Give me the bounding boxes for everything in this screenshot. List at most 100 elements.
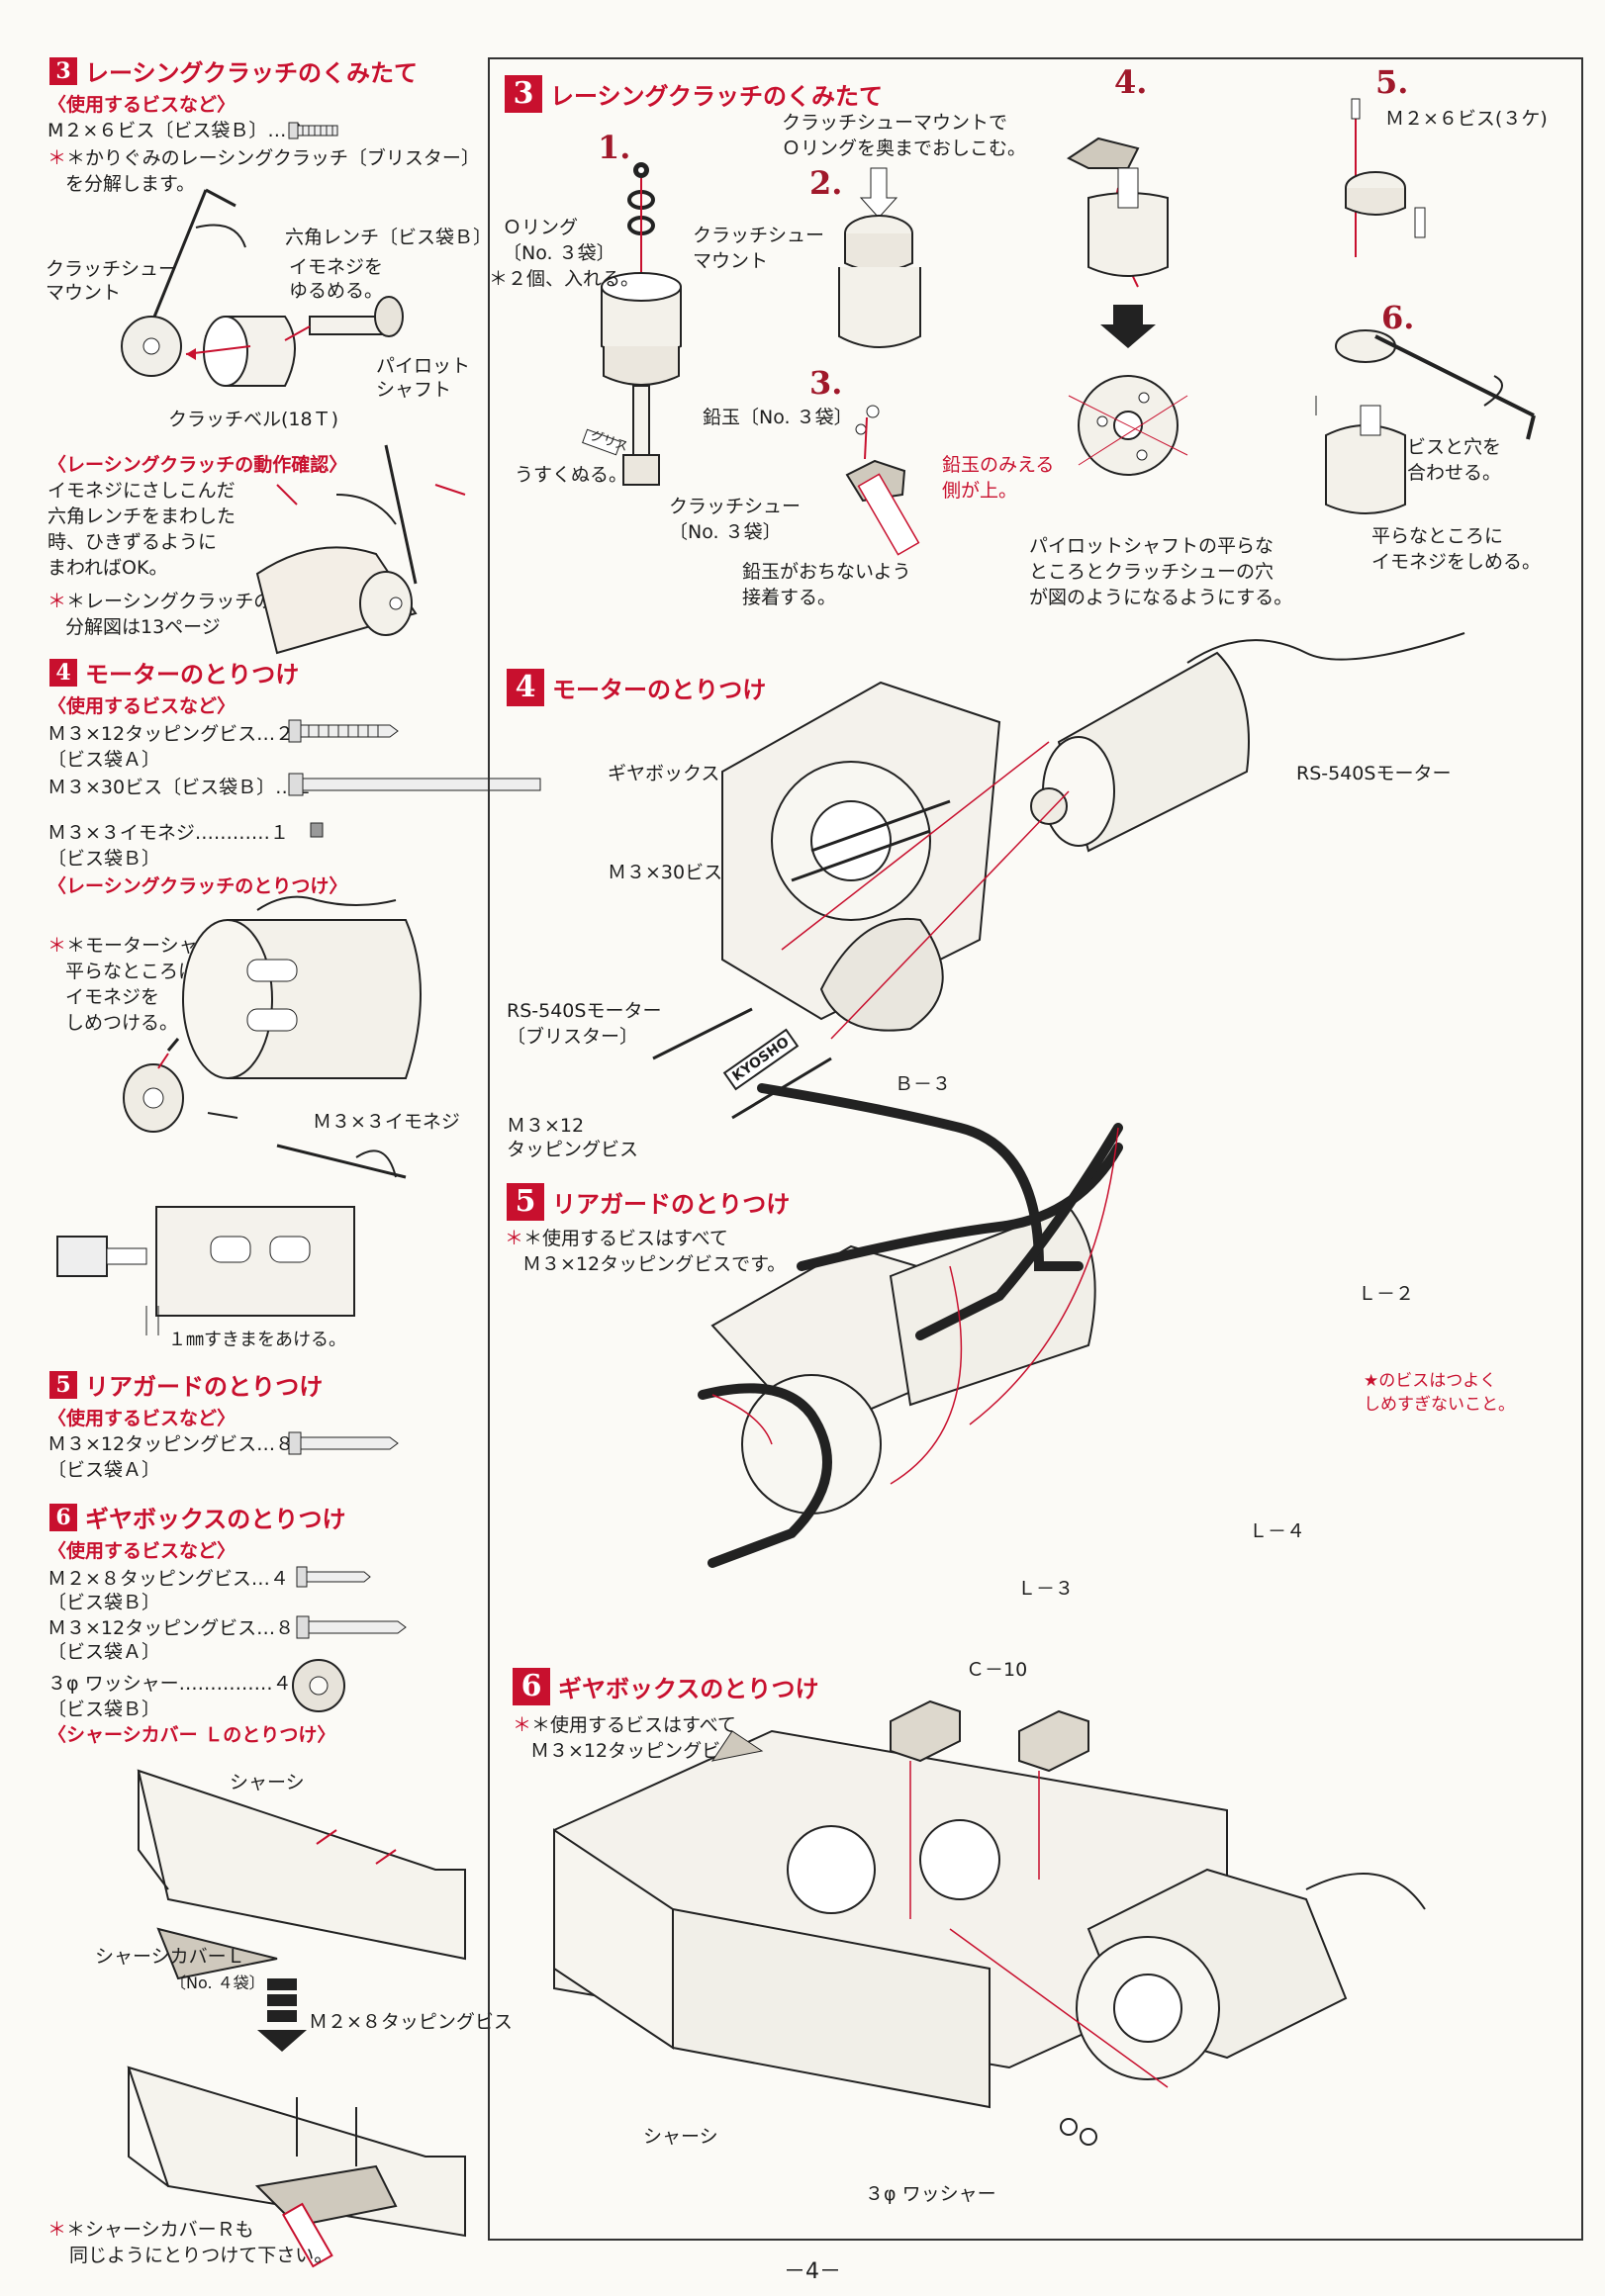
label-clutch-bell: クラッチベル(18Ｔ) [168,409,339,430]
left-s4-sc1b: 〔ビス袋Ａ〕 [47,749,161,771]
label-loosen-2: ゆるめる。 [289,280,384,302]
label-align-1: ビスと穴を [1407,436,1502,458]
label-chassis-left: シャーシ [230,1772,305,1793]
label-oring-note: ＊２個、入れる。 [489,268,640,290]
step-3-number: 3. [809,364,843,402]
right-s5-n1: ＊＊使用するビスはすべて [505,1228,728,1249]
label-align-2: 合わせる。 [1407,462,1502,484]
step-6-number: 6. [1381,299,1415,336]
left-s3-sub: 〈使用するビスなど〉 [47,94,236,116]
left-s3-check-2: 六角レンチをまわした [47,505,236,527]
rear-guard-illustration [698,1083,1123,1568]
label-loosen-1: イモネジを [289,256,384,278]
washer-icon [292,1659,345,1712]
step-2-number: 2. [809,164,843,202]
left-s3-check-1: イモネジにさしこんだ [47,480,236,502]
label-push-1: クラッチシューマウントで [782,112,1008,134]
gearbox-install-illustration [553,1699,1426,2146]
label-pilot-r3: が図のようになるようにする。 [1029,587,1293,608]
label-shoe-mount-2: マウント [46,282,122,304]
label-push-2: Ｏリングを奥までおしこむ。 [782,138,1027,159]
left-s4-n2: 平らなところに [65,961,198,982]
label-m3x12-a: Ｍ３×12 [507,1115,585,1137]
star-note-2: しめすぎないこと。 [1364,1395,1515,1415]
tapping-screw-icon [288,719,399,743]
left-s5-sc1: Ｍ３×12タッピングビス…８ [47,1433,295,1455]
left-s4-n4: しめつける。 [65,1012,179,1034]
set-screw-icon [310,822,324,838]
label-l2: Ｌ－２ [1358,1283,1415,1305]
step-2-illustration [838,167,921,348]
label-tight-1: 平らなところに [1371,525,1504,547]
label-shoe-mount-r1: クラッチシュー [693,225,825,246]
label-wrench: 六角レンチ〔ビス袋Ｂ〕 [285,227,493,248]
label-l4: Ｌ－４ [1249,1520,1306,1542]
left-s3-check-4: まわればOK。 [47,557,168,579]
label-m2x8-screw: Ｍ２×８タッピングビス [309,2011,513,2033]
hand-check-illustration [255,444,466,655]
label-glue-2: 接着する。 [742,587,837,608]
left-s3-note2: を分解します。 [65,173,196,195]
label-pilot-r2: ところとクラッチシューの穴 [1029,561,1275,583]
left-s3-ref-2: 分解図は13ページ [65,616,221,638]
left-s4-sub2: 〈レーシングクラッチのとりつけ〉 [47,875,348,897]
label-lead-side-2: 側が上。 [942,480,1018,502]
left-s5-sc1b: 〔ビス袋Ａ〕 [47,1459,161,1481]
gearbox-motor-illustration [652,632,1465,1120]
left-s5-sub: 〈使用するビスなど〉 [47,1408,236,1429]
step-1-number: 1. [598,129,631,166]
right-s5-n2: Ｍ３×12タッピングビスです。 [522,1253,787,1275]
label-gap: １㎜すきまをあける。 [168,1330,346,1350]
label-m3x12-b: タッピングビス [507,1139,639,1160]
left-s6-sc3: ３φ ワッシャー……………４ [47,1673,292,1695]
left-s4-sc1: Ｍ３×12タッピングビス…２ [47,723,295,745]
left-s6-n1: ＊＊シャーシカバーＲも [47,2219,254,2241]
left-s4-sc3b: 〔ビス袋Ｂ〕 [47,848,161,870]
label-lead-ball: 鉛玉〔No. ３袋〕 [703,407,853,428]
label-cover-l: シャーシカバーＬ [95,1946,245,1968]
label-oring: Ｏリング [503,217,579,238]
step-4-number: 4. [1114,63,1148,101]
small-tapping-screw-icon [296,1566,371,1588]
label-motor-right: RS-540Sモーター [1296,763,1452,784]
label-lead-side-1: 鉛玉のみえる [942,454,1055,476]
label-grease: うすくぬる。 [515,464,628,486]
label-pilot-1: パイロット [376,355,471,377]
left-s3-check-3: 時、ひきずるように [47,531,218,553]
left-s6-sc2: Ｍ３×12タッピングビス…８ [47,1617,295,1639]
long-screw-icon [288,773,541,796]
label-shoe-r1: クラッチシュー [669,496,802,517]
label-b3: Ｂ－３ [895,1073,952,1095]
right-s6-n1: ＊＊使用するビスはすべて [513,1714,736,1736]
tapping-screw-icon-3 [296,1615,407,1639]
step-3-illustration [845,405,920,556]
left-s6-sub2: 〈シャーシカバー Ｌのとりつけ〉 [47,1724,336,1746]
left-s3-ref-1: ＊＊レーシングクラッチの [47,591,273,612]
label-shoe-mount-1: クラッチシュー [46,258,178,280]
step-1-illustration [582,162,682,486]
left-s4-n3: イモネジを [65,986,160,1008]
label-shoe-mount-r2: マウント [693,250,769,272]
label-motor-1: RS-540Sモーター [507,1000,662,1022]
chassis-cover-illustration [127,1769,466,2268]
left-s4-sc2: Ｍ３×30ビス〔ビス袋Ｂ〕…２ [47,777,314,798]
label-pilot-2: シャフト [376,379,452,401]
step-6-illustration [1315,329,1536,514]
left-s4-sub: 〈使用するビスなど〉 [47,695,236,717]
left-s6-sc1: Ｍ２×８タッピングビス…４ [47,1568,289,1590]
left-s6-sub: 〈使用するビスなど〉 [47,1540,236,1562]
label-c10: Ｃ－10 [966,1659,1028,1681]
tapping-screw-icon-2 [288,1431,399,1455]
step-5-number: 5. [1375,63,1409,101]
star-note-1: ★のビスはつよく [1364,1371,1497,1391]
label-m3x30: Ｍ３×30ビス [608,862,723,883]
label-washer: ３φ ワッシャー [865,2183,996,2205]
motor-clutch-illustration [123,895,422,1179]
clutch-exploded-illustration [121,188,404,387]
